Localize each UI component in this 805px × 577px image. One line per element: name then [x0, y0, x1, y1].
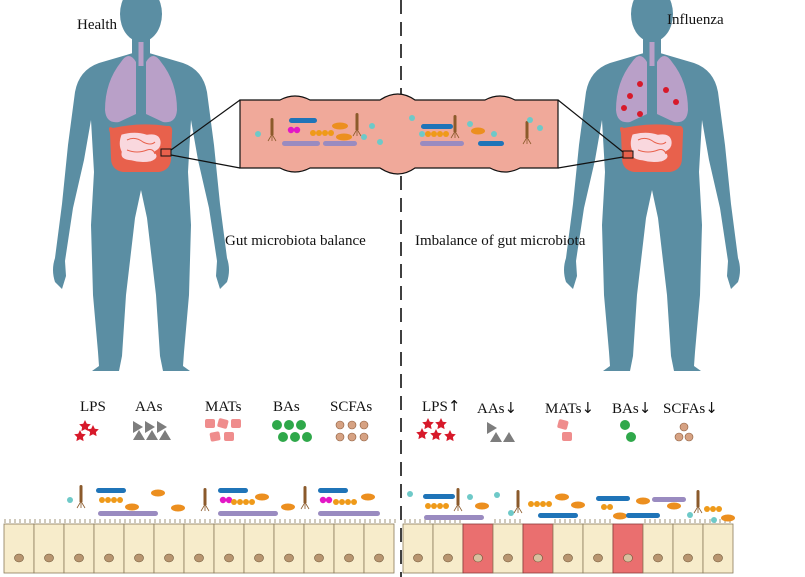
aas-triangles-right	[487, 422, 515, 442]
microvilli-left	[4, 519, 396, 523]
metabolite-label-aas-left: AAs	[135, 399, 163, 415]
metabolite-label-scfas-right: SCFAs↓	[663, 399, 718, 417]
metabolite-label-mats-right: MATs↓	[545, 399, 595, 417]
influenza-zoom-microbes	[409, 114, 543, 146]
bas-circles-right	[620, 420, 636, 442]
increase-arrow-icon: ↑	[447, 397, 461, 415]
healthy-zoom-microbes	[255, 112, 383, 146]
lps-stars-right	[416, 418, 456, 442]
scfas-spheres-left	[335, 420, 369, 442]
gut-lumen-zoom	[160, 93, 634, 175]
lumen-microbes-right	[407, 487, 735, 523]
metabolite-label-lps-right: LPS↑	[422, 397, 461, 415]
influenza-human-figure	[564, 0, 740, 371]
health-title: Health	[77, 17, 117, 33]
healthy-metabolite-icons	[74, 418, 369, 442]
decrease-arrow-icon: ↓	[705, 399, 718, 417]
metabolite-label-scfas-left: SCFAs	[330, 399, 373, 415]
decrease-arrow-icon: ↓	[504, 399, 518, 417]
lps-stars-left	[74, 420, 99, 442]
decrease-arrow-icon: ↓	[638, 399, 652, 417]
decrease-arrow-icon: ↓	[581, 399, 595, 417]
bas-circles-left	[272, 420, 312, 442]
infected-lungs	[616, 42, 688, 123]
scfas-spheres-right	[674, 422, 694, 442]
intestinal-epithelium-right	[402, 519, 734, 574]
influenza-title: Influenza	[667, 12, 724, 28]
healthy-human-figure	[53, 0, 229, 371]
metabolite-label-bas-right: BAs↓	[612, 399, 652, 417]
mats-shapes-left	[205, 418, 241, 442]
gut-imbalance-caption: Imbalance of gut microbiota	[415, 233, 586, 249]
gut-balance-caption: Gut microbiota balance	[225, 233, 366, 249]
metabolite-label-lps-left: LPS	[80, 399, 106, 415]
healthy-intestine	[108, 123, 173, 173]
influenza-metabolite-icons	[416, 418, 694, 442]
microvilli-right	[404, 519, 731, 523]
inflamed-intestine	[619, 123, 684, 173]
mats-shapes-right	[557, 419, 572, 441]
aas-triangles-left	[133, 421, 171, 440]
metabolite-label-mats-left: MATs	[205, 399, 242, 415]
lumen-microbes-left	[67, 484, 380, 516]
metabolite-label-bas-left: BAs	[273, 399, 300, 415]
intestinal-epithelium-left	[3, 519, 396, 574]
metabolite-label-aas-right: AAs↓	[477, 399, 518, 417]
